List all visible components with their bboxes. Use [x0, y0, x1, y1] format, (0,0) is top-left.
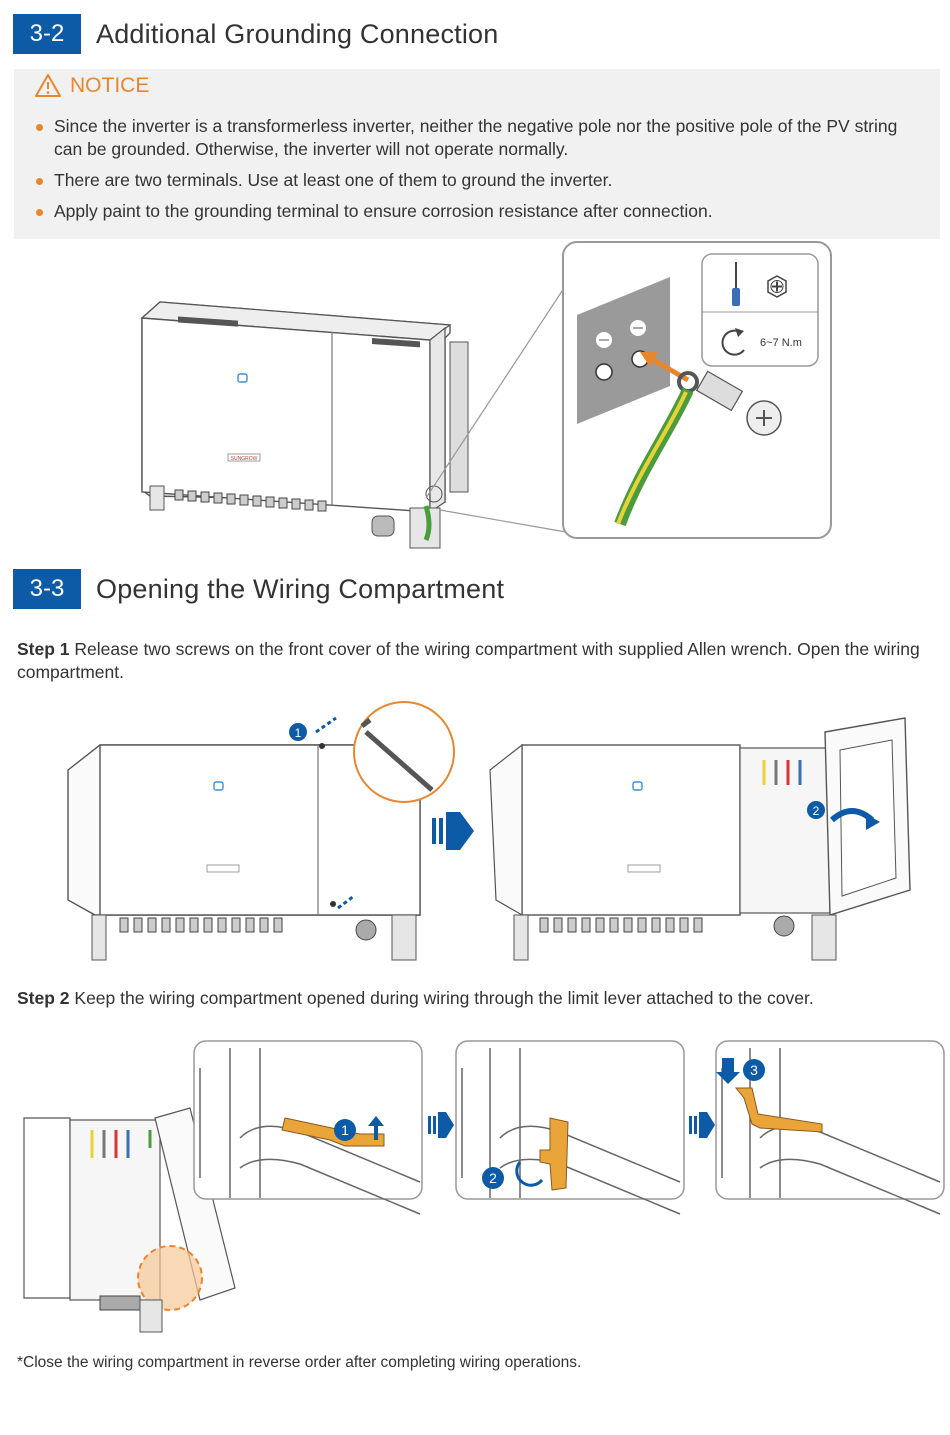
notice-box: NOTICE Since the inverter is a transform… [14, 69, 940, 239]
notice-header: NOTICE [34, 73, 149, 99]
bullet-icon [36, 124, 43, 131]
warning-icon [35, 74, 61, 97]
marker-2: 2 [489, 1170, 497, 1186]
step-1-text: Step 1 Release two screws on the front c… [17, 638, 937, 684]
step-description: Release two screws on the front cover of… [17, 639, 920, 682]
notice-title: NOTICE [70, 74, 150, 97]
grounding-detail-zoom: 6~7 N.m [562, 241, 832, 539]
rotate-icon [515, 1161, 544, 1187]
section-header-wiring: 3-3 Opening the Wiring Compartment [13, 569, 504, 609]
lever-step-panel-2: 2 [455, 1040, 685, 1215]
lever-step-panel-3: 3 [715, 1040, 945, 1215]
allen-wrench-icon [360, 718, 434, 792]
bolt-icon [677, 370, 782, 436]
arrow-right-icon [689, 1112, 715, 1138]
marker-2: 2 [813, 804, 820, 818]
marker-1: 1 [295, 726, 302, 740]
notice-item: There are two terminals. Use at least on… [34, 169, 924, 192]
screwdriver-icon [732, 262, 740, 306]
torque-label: 6~7 N.m [760, 337, 802, 349]
grounding-illustration: SUNGROW [140, 241, 832, 549]
cross-screw-icon [767, 275, 787, 298]
notice-item: Since the inverter is a transformerless … [34, 115, 924, 161]
notice-list: Since the inverter is a transformerless … [34, 115, 924, 231]
marker-3: 3 [750, 1062, 758, 1078]
lever-step-panel-1: 1 [193, 1040, 423, 1215]
step-2-illustration: 1 2 3 [23, 1040, 945, 1333]
footnote: *Close the wiring compartment in reverse… [17, 1354, 582, 1371]
arrow-up-icon [368, 1116, 384, 1140]
arrow-right-icon [428, 1112, 454, 1138]
section-header-grounding: 3-2 Additional Grounding Connection [13, 14, 498, 54]
marker-1: 1 [341, 1122, 349, 1138]
step-description: Keep the wiring compartment opened durin… [74, 988, 814, 1008]
arrow-down-icon [716, 1058, 740, 1084]
section-title: Additional Grounding Connection [96, 18, 499, 49]
step-2-text: Step 2 Keep the wiring compartment opene… [17, 987, 937, 1010]
section-title: Opening the Wiring Compartment [96, 573, 505, 604]
rotate-icon [721, 328, 745, 356]
inverter-drawing: SUNGROW [140, 301, 469, 549]
bullet-icon [36, 209, 43, 216]
bullet-icon [36, 178, 43, 185]
step-1-illustration: 1 2 [67, 701, 911, 961]
section-number: 3-3 [13, 569, 81, 609]
inverter-closed-drawing: 1 [67, 701, 455, 961]
inverter-open-drawing: 2 [489, 717, 911, 961]
step-label: Step 2 [17, 988, 70, 1008]
arrow-right-icon [432, 812, 474, 850]
notice-item: Apply paint to the grounding terminal to… [34, 200, 924, 223]
svg-text:SUNGROW: SUNGROW [231, 456, 258, 462]
section-number: 3-2 [13, 14, 81, 54]
cabinet-overview-drawing [23, 1107, 236, 1333]
step-label: Step 1 [17, 639, 70, 659]
